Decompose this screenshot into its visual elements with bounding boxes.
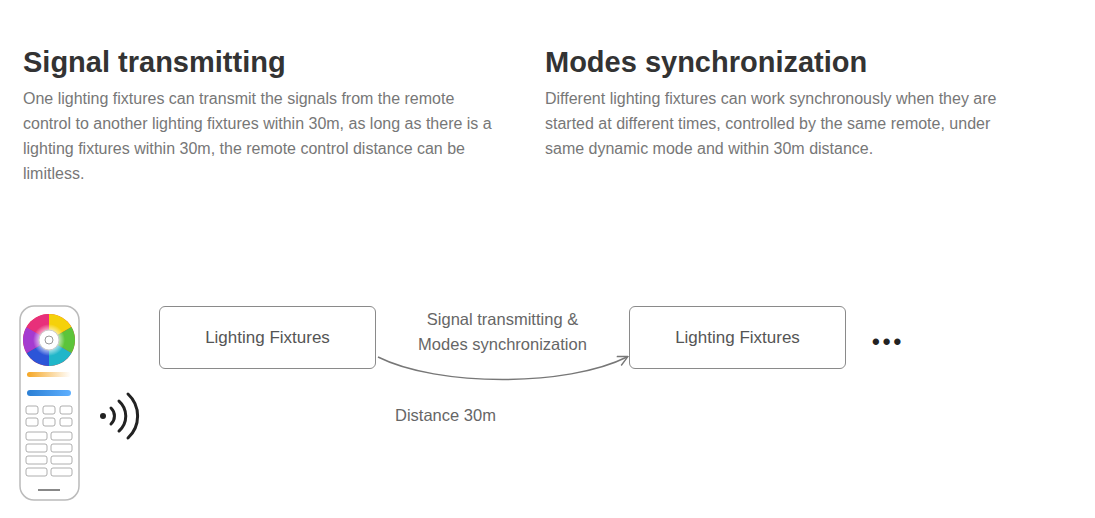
fixture-box: Lighting Fixtures bbox=[159, 306, 376, 369]
box-text: Lighting Fixtures bbox=[205, 328, 330, 348]
fixture-box: Lighting Fixtures bbox=[629, 306, 846, 369]
section-heading: Modes synchronization bbox=[545, 46, 867, 79]
edge-label: Signal transmitting & Modes synchronizat… bbox=[403, 307, 603, 357]
box-text: Lighting Fixtures bbox=[675, 328, 800, 348]
description-text: One lighting fixtures can transmit the s… bbox=[23, 86, 498, 186]
description-text: Different lighting fixtures can work syn… bbox=[545, 86, 1020, 161]
section-heading: Signal transmitting bbox=[23, 46, 286, 79]
continuation-dots: ••• bbox=[872, 329, 904, 355]
distance-label: Distance 30m bbox=[395, 406, 496, 425]
signal-arrow bbox=[378, 357, 627, 380]
